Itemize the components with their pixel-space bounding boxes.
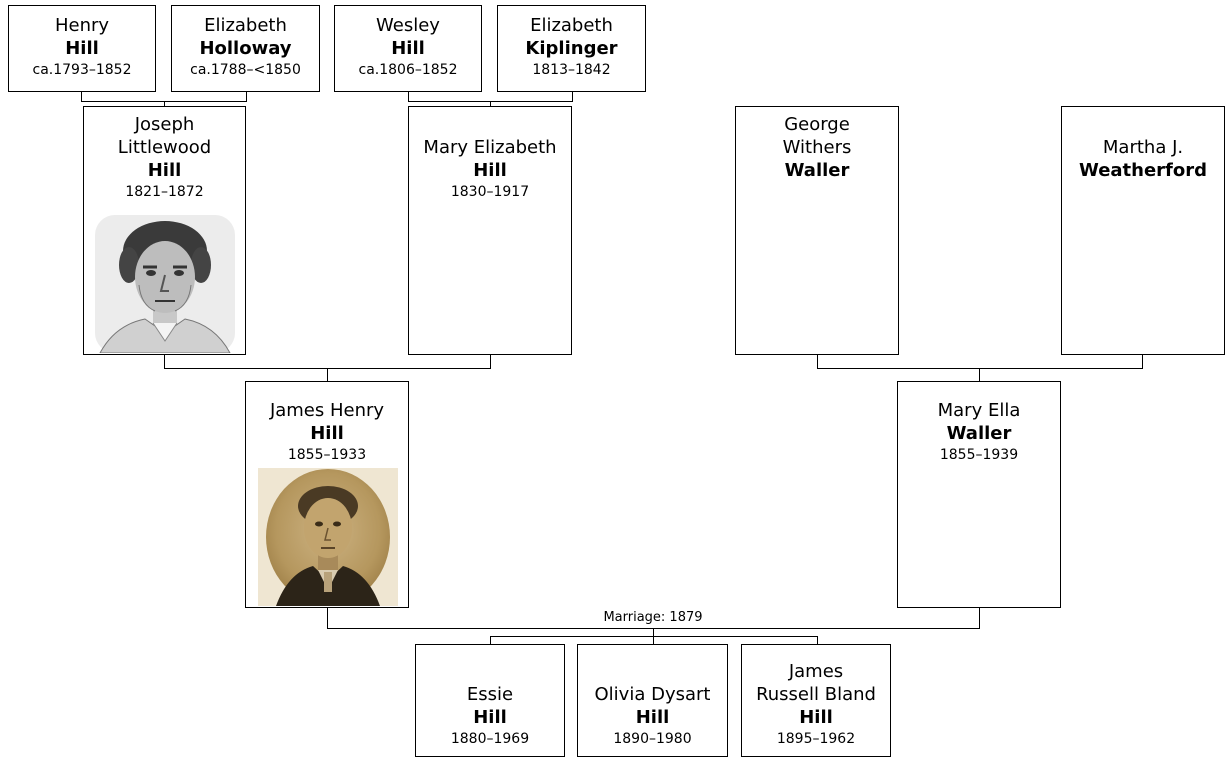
person-elizabeth-holloway[interactable]: Elizabeth Holloway ca.1788–<1850 xyxy=(171,5,320,92)
surname: Holloway xyxy=(199,38,292,59)
given-name: Mary Ella xyxy=(937,400,1021,421)
given-name: Mary Elizabeth xyxy=(423,137,557,158)
life-dates: 1855–1933 xyxy=(287,447,367,463)
given-name: Elizabeth xyxy=(204,15,287,36)
person-olivia-dysart-hill[interactable]: Olivia Dysart Hill 1890–1980 xyxy=(577,644,728,757)
given-name: Wesley xyxy=(376,15,440,36)
surname: Hill xyxy=(147,160,182,181)
person-martha-weatherford[interactable]: Martha J. Weatherford xyxy=(1061,106,1225,355)
portrait-photo xyxy=(95,215,235,353)
surname: Hill xyxy=(65,38,99,59)
person-mary-elizabeth-hill[interactable]: Mary Elizabeth Hill 1830–1917 xyxy=(408,106,572,355)
life-dates: 1813–1842 xyxy=(532,62,611,78)
surname: Hill xyxy=(473,707,507,728)
surname: Hill xyxy=(310,423,344,444)
marriage-label: Marriage: 1879 xyxy=(560,610,746,626)
life-dates: 1830–1917 xyxy=(450,184,530,200)
surname: Hill xyxy=(799,707,833,728)
person-henry-hill[interactable]: Henry Hill ca.1793–1852 xyxy=(8,5,156,92)
given-name: Martha J. xyxy=(1102,137,1184,158)
person-elizabeth-kiplinger[interactable]: Elizabeth Kiplinger 1813–1842 xyxy=(497,5,646,92)
person-james-henry-hill[interactable]: James Henry Hill 1855–1933 xyxy=(245,381,409,608)
portrait-photo xyxy=(258,468,398,606)
life-dates: 1880–1969 xyxy=(450,731,530,747)
surname: Weatherford xyxy=(1078,160,1208,181)
middle-name: Russell Bland xyxy=(756,684,876,705)
surname: Hill xyxy=(473,160,507,181)
middle-name: Littlewood xyxy=(117,137,212,158)
person-mary-ella-waller[interactable]: Mary Ella Waller 1855–1939 xyxy=(897,381,1061,608)
given-name: Olivia Dysart xyxy=(594,684,711,705)
life-dates: 1821–1872 xyxy=(125,184,204,200)
given-name: Essie xyxy=(466,684,514,705)
surname: Hill xyxy=(391,38,425,59)
life-dates: 1890–1980 xyxy=(613,731,692,747)
life-dates: 1855–1939 xyxy=(939,447,1019,463)
given-name: Henry xyxy=(54,15,110,36)
middle-name: Withers xyxy=(782,137,852,158)
person-james-russell-bland-hill[interactable]: James Russell Bland Hill 1895–1962 xyxy=(741,644,891,757)
life-dates: ca.1793–1852 xyxy=(32,62,132,78)
given-name: Joseph xyxy=(134,114,195,135)
surname: Waller xyxy=(784,160,850,181)
given-name: George xyxy=(784,114,850,135)
life-dates: ca.1788–<1850 xyxy=(190,62,301,78)
surname: Hill xyxy=(635,707,670,728)
person-joseph-littlewood-hill[interactable]: Joseph Littlewood Hill 1821–1872 xyxy=(83,106,246,355)
life-dates: ca.1806–1852 xyxy=(358,62,458,78)
life-dates: 1895–1962 xyxy=(776,731,856,747)
person-wesley-hill[interactable]: Wesley Hill ca.1806–1852 xyxy=(334,5,482,92)
person-george-withers-waller[interactable]: George Withers Waller xyxy=(735,106,899,355)
person-essie-hill[interactable]: Essie Hill 1880–1969 xyxy=(415,644,565,757)
given-name: James Henry xyxy=(269,400,385,421)
surname: Kiplinger xyxy=(525,38,618,59)
given-name: James xyxy=(788,661,844,682)
given-name: Elizabeth xyxy=(530,15,613,36)
surname: Waller xyxy=(946,423,1012,444)
